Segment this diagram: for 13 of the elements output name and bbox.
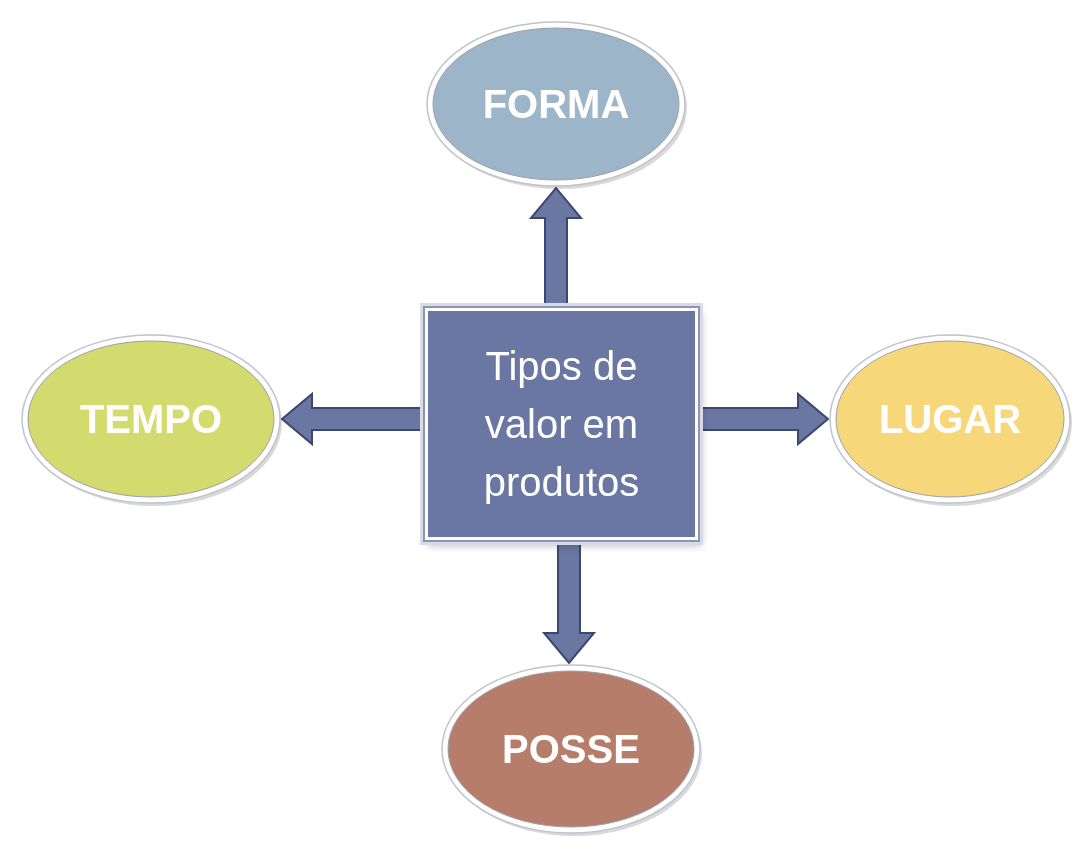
category-ellipse — [20, 333, 282, 505]
ellipse-label: TEMPO — [79, 396, 223, 442]
block-arrow — [280, 391, 422, 447]
ellipse-label: FORMA — [482, 81, 630, 127]
ellipse-label: LUGAR — [878, 396, 1022, 442]
ellipse-label: POSSE — [502, 726, 640, 772]
category-ellipse — [425, 20, 687, 188]
category-ellipse — [828, 333, 1072, 505]
block-arrow — [528, 186, 584, 305]
block-arrow — [701, 391, 830, 447]
box-label: Tipos de valor em produtos — [482, 343, 641, 506]
category-ellipse — [440, 663, 702, 835]
block-arrow — [541, 543, 597, 665]
